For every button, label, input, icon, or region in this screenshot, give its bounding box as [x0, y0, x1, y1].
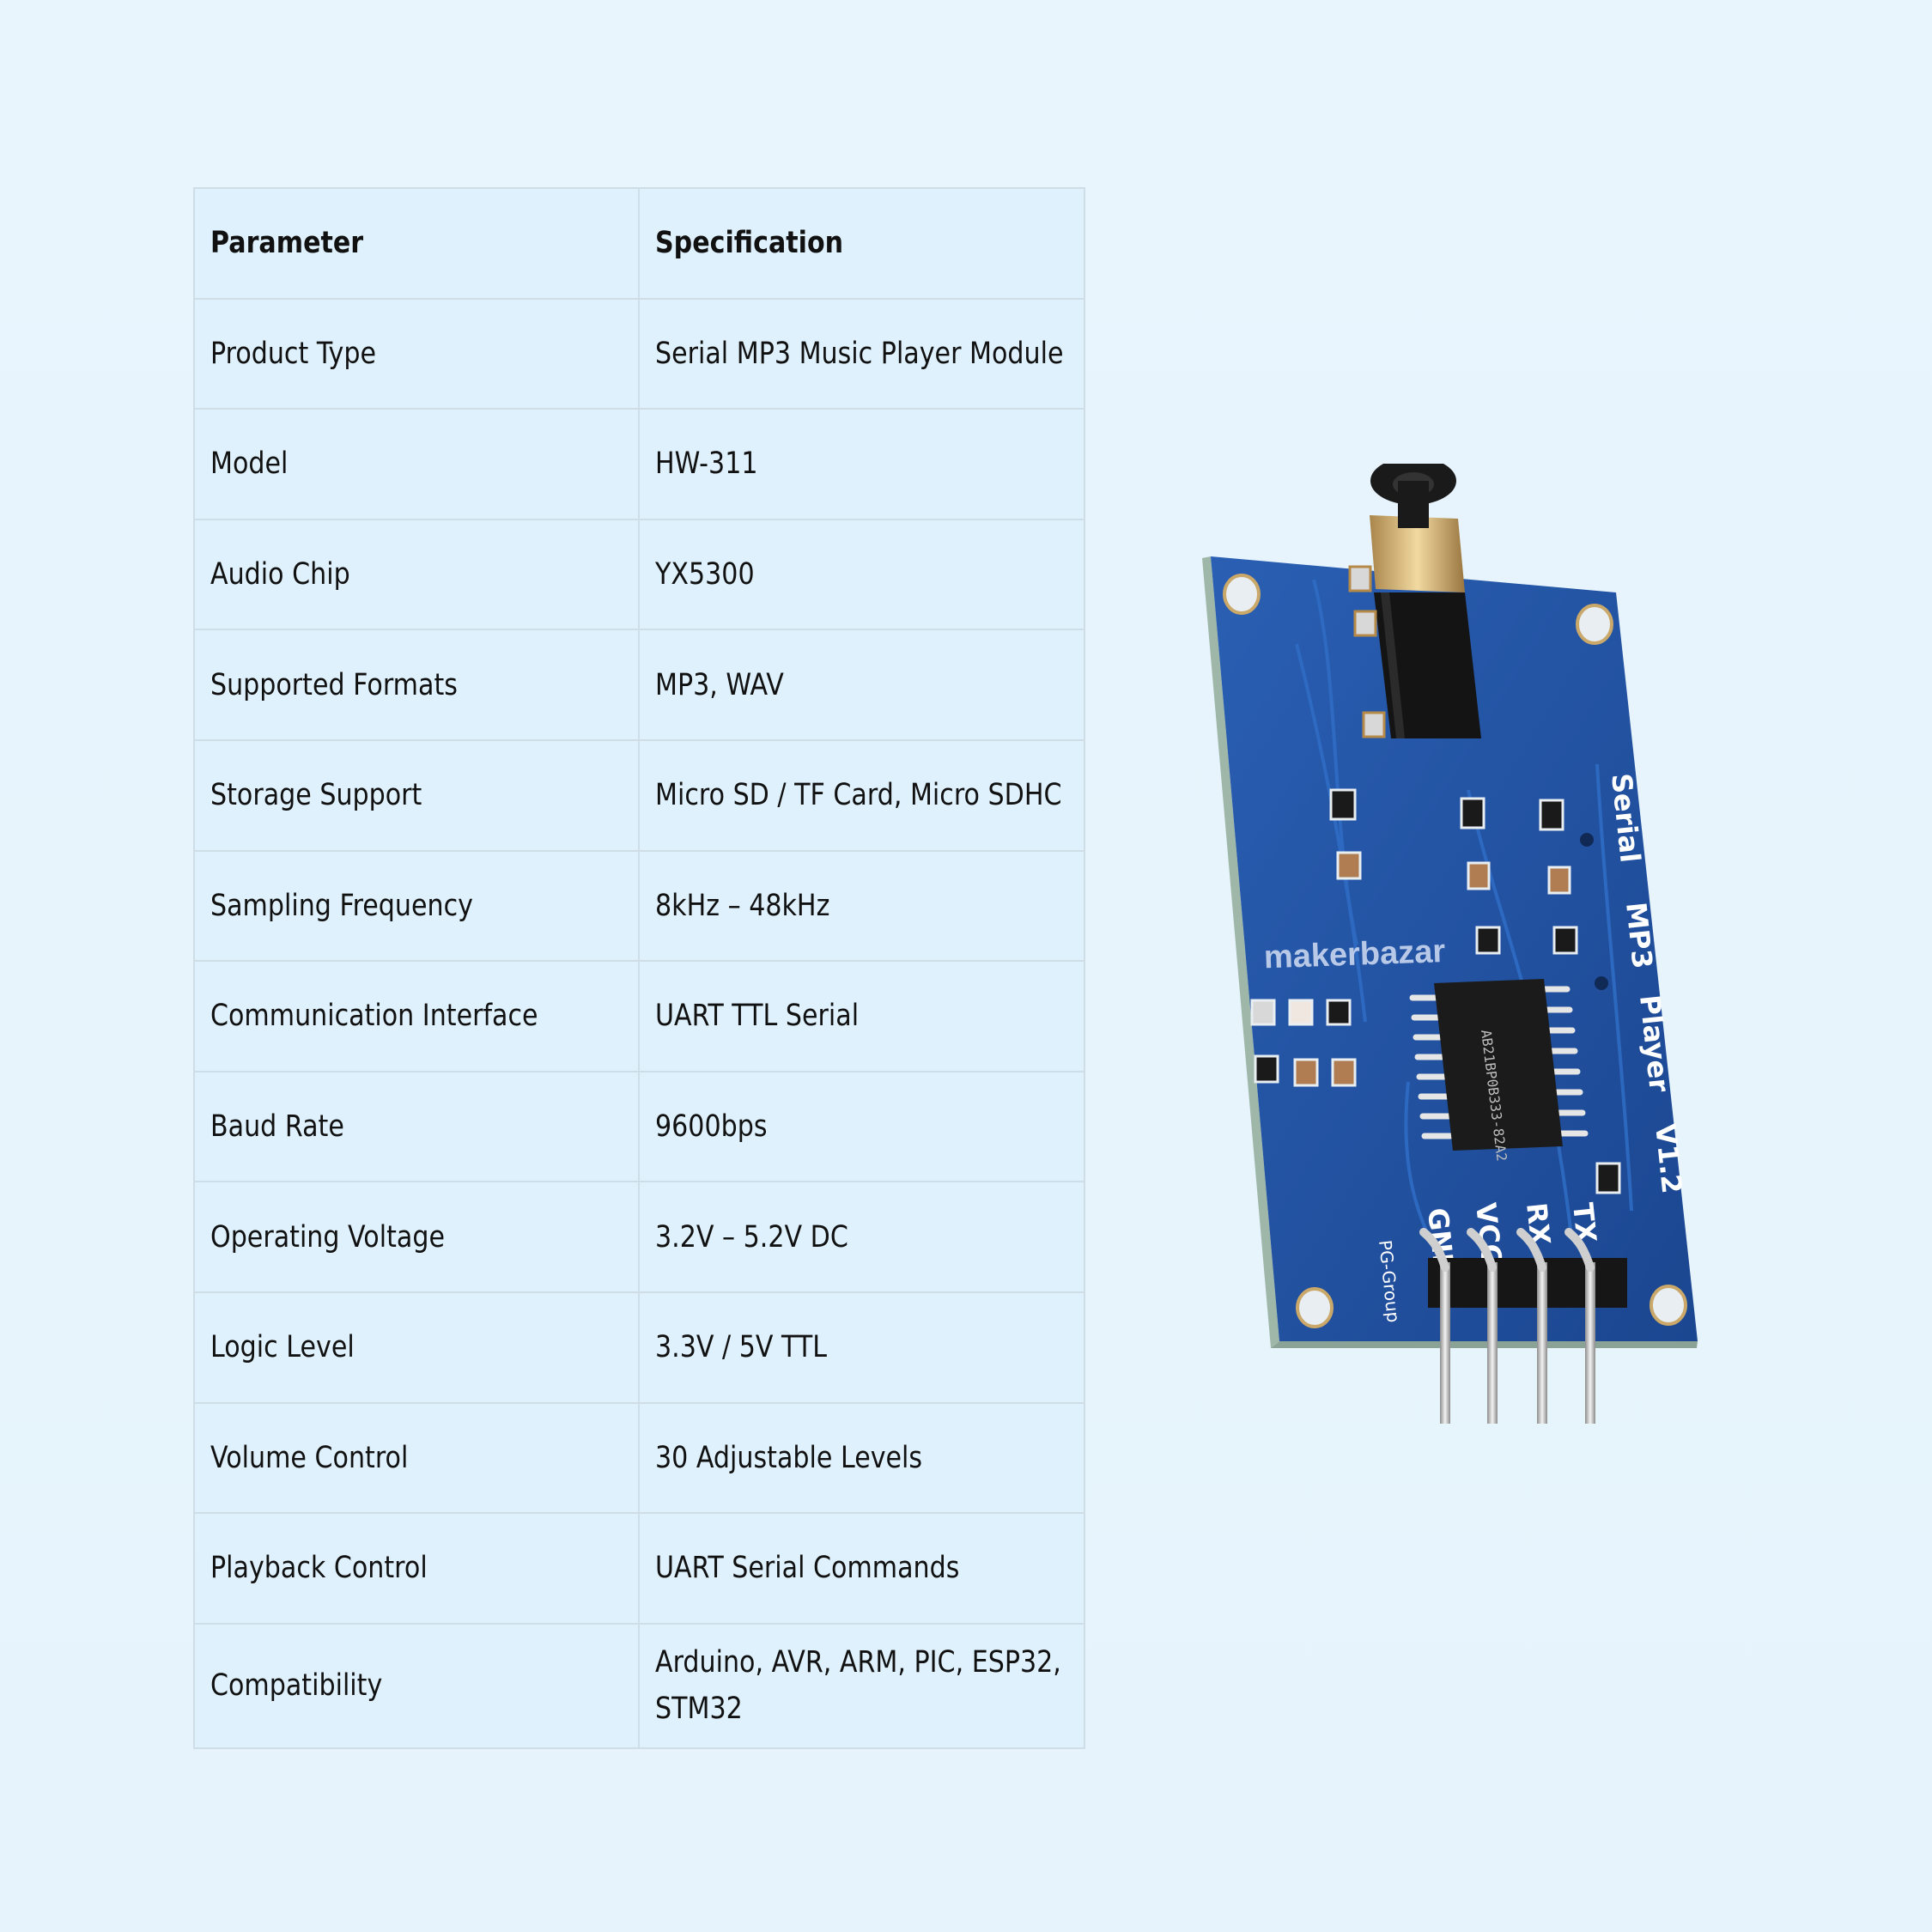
silk-version: V1.2 — [1649, 1122, 1688, 1195]
spec-cell: HW-311 — [638, 408, 1085, 520]
param-cell: Logic Level — [193, 1291, 640, 1404]
spec-cell: UART Serial Commands — [638, 1512, 1085, 1625]
param-cell: Playback Control — [193, 1512, 640, 1625]
smd-components — [1250, 788, 1621, 1194]
spec-cell: Arduino, AVR, ARM, PIC, ESP32, STM32 — [638, 1622, 1085, 1749]
spec-cell: Micro SD / TF Card, Micro SDHC — [638, 738, 1085, 852]
spec-cell: YX5300 — [638, 518, 1085, 631]
param-cell: Communication Interface — [193, 960, 640, 1072]
param-cell: Audio Chip — [193, 518, 640, 631]
pcb-edge — [1202, 556, 1279, 1348]
param-cell: Operating Voltage — [193, 1181, 640, 1293]
ic-chip: AB21BP0B333-82A2 — [1409, 979, 1589, 1162]
vias — [1580, 833, 1608, 990]
pcb-body — [1211, 556, 1698, 1341]
watermark-logo: makerbazar — [1263, 933, 1446, 975]
spec-cell: 3.3V / 5V TTL — [638, 1291, 1085, 1404]
header-specification: Specification — [638, 187, 1085, 300]
spec-cell: Serial MP3 Music Player Module — [638, 297, 1085, 410]
param-cell: Supported Formats — [193, 629, 640, 741]
param-cell: Storage Support — [193, 738, 640, 852]
audio-jack — [1348, 464, 1481, 738]
spec-cell: 8kHz – 48kHz — [638, 849, 1085, 963]
spec-cell: 3.2V – 5.2V DC — [638, 1181, 1085, 1293]
param-cell: Volume Control — [193, 1401, 640, 1515]
spec-cell: 9600bps — [638, 1070, 1085, 1183]
table-header-row: Parameter Specification — [193, 187, 1085, 300]
silk-mp3: MP3 — [1619, 901, 1659, 970]
spec-cell: 30 Adjustable Levels — [638, 1401, 1085, 1515]
param-cell: Product Type — [193, 297, 640, 410]
mounting-holes — [1223, 574, 1687, 1328]
param-cell: Baud Rate — [193, 1070, 640, 1183]
header-pins — [1419, 1228, 1627, 1424]
mp3-module-board-image: AB21BP0B333-82A2 makerbazar Serial MP3 P… — [1202, 464, 1698, 1424]
param-cell: Sampling Frequency — [193, 849, 640, 963]
header-parameter: Parameter — [193, 187, 640, 300]
spec-cell: UART TTL Serial — [638, 960, 1085, 1072]
param-cell: Compatibility — [193, 1622, 640, 1749]
spec-cell: MP3, WAV — [638, 629, 1085, 741]
param-cell: Model — [193, 408, 640, 520]
